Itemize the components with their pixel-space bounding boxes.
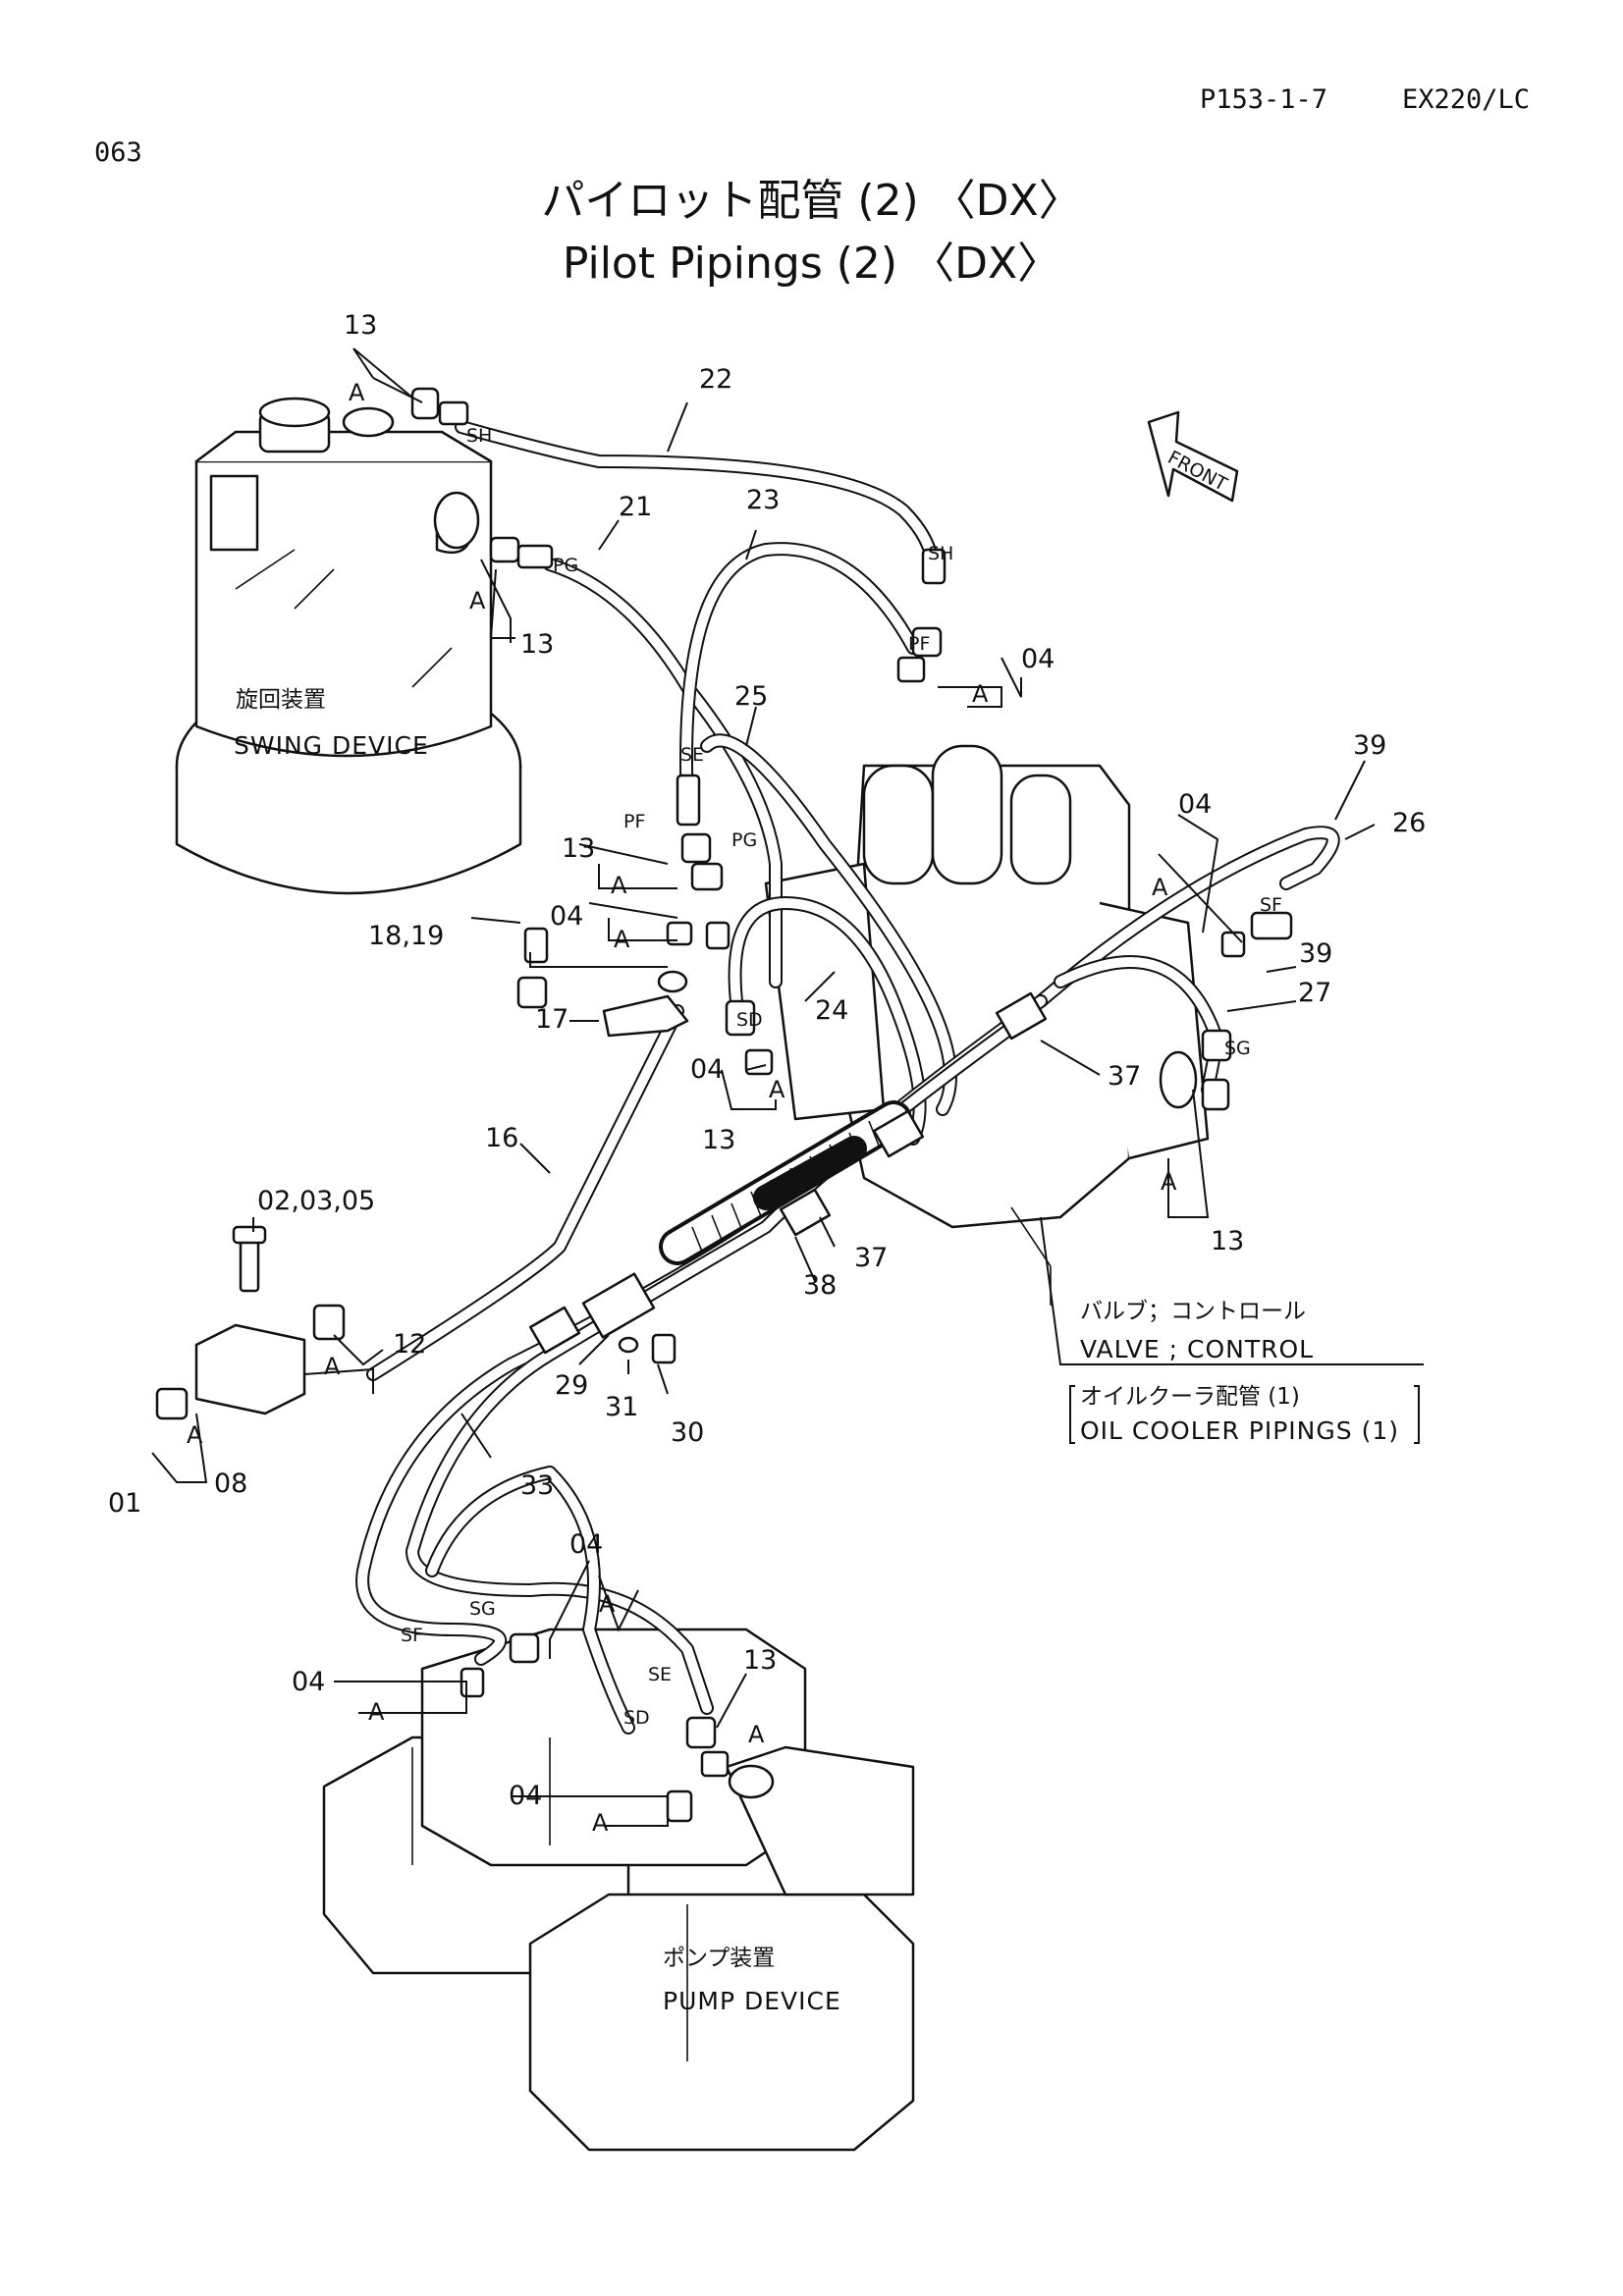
leader-lines <box>151 347 1424 1827</box>
callout-a-far: A <box>1152 874 1168 901</box>
callout-37-low: 37 <box>854 1243 888 1273</box>
callout-17: 17 <box>535 1004 568 1035</box>
clamp-37 <box>779 991 1048 1237</box>
port-sg-pump: SG <box>469 1598 496 1620</box>
callout-04-far: 04 <box>1178 789 1212 820</box>
callout-38: 38 <box>803 1270 837 1301</box>
callout-a-pump1: A <box>599 1590 616 1618</box>
port-pg-mid: PG <box>731 829 757 851</box>
hose-16 <box>366 1004 684 1381</box>
pump-device-label-jp: ポンプ装置 <box>663 1946 775 1971</box>
callout-18-19: 18,19 <box>368 921 444 951</box>
hose-39 <box>1034 826 1340 1008</box>
callout-a-block2: A <box>187 1421 203 1449</box>
port-sd-pump: SD <box>623 1707 650 1729</box>
oil-cooler-label-jp: オイルクーラ配管 (1) <box>1080 1384 1300 1410</box>
callout-22: 22 <box>699 364 732 395</box>
port-se-mid: SE <box>680 744 704 766</box>
callout-13-pump: 13 <box>743 1645 777 1676</box>
port-pf-right: PF <box>908 633 930 655</box>
front-arrow-icon: FRONT <box>1147 410 1239 503</box>
callout-31: 31 <box>605 1392 638 1422</box>
port-se-pump: SE <box>648 1664 672 1685</box>
hose-22 <box>455 420 940 576</box>
callout-33: 33 <box>520 1470 554 1501</box>
assembly-labels: 旋回装置 SWING DEVICE バルブ；コントロール VALVE ; CON… <box>234 687 1420 2015</box>
callout-13-low: 13 <box>702 1125 735 1155</box>
callout-04-low: 04 <box>690 1054 724 1085</box>
title-english: Pilot Pipings (2) 〈DX〉 <box>562 239 1061 289</box>
callout-13-top: 13 <box>344 310 377 341</box>
pump-device-label-en: PUMP DEVICE <box>663 1987 841 2015</box>
page-number: 063 <box>94 137 142 168</box>
callout-21: 21 <box>619 492 652 522</box>
port-pg-top: PG <box>553 555 578 576</box>
callout-39-top: 39 <box>1353 730 1386 761</box>
callout-27: 27 <box>1298 978 1331 1008</box>
oil-cooler-label-en: OIL COOLER PIPINGS (1) <box>1080 1416 1399 1445</box>
callout-a-swing: A <box>469 587 486 614</box>
port-sh-right: SH <box>928 543 953 564</box>
callout-01: 01 <box>108 1488 141 1519</box>
port-sf-pump: SF <box>401 1625 423 1646</box>
port-sg-far: SG <box>1224 1038 1251 1059</box>
port-sf-far: SF <box>1260 894 1282 916</box>
hose-27 <box>1054 955 1224 1096</box>
callout-02-03-05: 02,03,05 <box>257 1186 375 1216</box>
model-code: EX220/LC <box>1402 84 1531 115</box>
sleeve-38 <box>659 1100 912 1265</box>
callout-a-mid1: A <box>611 872 627 899</box>
labels: 13 A 22 SH 21 23 PG A 13 SH PF 04 A 25 S… <box>108 310 1426 1837</box>
callout-a-low: A <box>769 1076 785 1103</box>
callout-08: 08 <box>214 1468 247 1499</box>
callout-a-pump2: A <box>368 1698 385 1726</box>
callout-26: 26 <box>1392 808 1426 838</box>
port-sd-mid: SD <box>736 1009 763 1031</box>
callout-13-swing: 13 <box>520 629 554 660</box>
callout-39-mid: 39 <box>1299 938 1332 969</box>
control-valve <box>764 744 1210 1306</box>
callout-23: 23 <box>746 485 780 515</box>
swing-device <box>175 397 522 895</box>
page-ref: P153-1-7 <box>1200 84 1328 115</box>
callout-04-pump2: 04 <box>292 1667 325 1697</box>
title-japanese: パイロット配管 (2) 〈DX〉 <box>541 176 1082 226</box>
callout-a-pump4: A <box>592 1809 609 1837</box>
callout-13-mid: 13 <box>562 833 595 864</box>
swing-device-label-jp: 旋回装置 <box>236 687 326 713</box>
callout-a-block: A <box>324 1353 341 1380</box>
valve-label-en: VALVE ; CONTROL <box>1080 1335 1314 1363</box>
callout-a-top: A <box>349 379 365 406</box>
port-pf-mid: PF <box>623 811 645 832</box>
callout-a-mid2: A <box>614 926 630 953</box>
swing-device-label-en: SWING DEVICE <box>234 731 429 760</box>
callout-24: 24 <box>815 995 848 1026</box>
callout-12: 12 <box>393 1329 426 1360</box>
callout-04-pump3: 04 <box>509 1781 542 1811</box>
callout-a-pump3: A <box>748 1721 765 1748</box>
hose-23 <box>679 542 920 812</box>
callout-29: 29 <box>555 1370 588 1401</box>
callout-04-right: 04 <box>1021 644 1055 674</box>
callout-a-far2: A <box>1161 1168 1177 1196</box>
callout-04-mid: 04 <box>550 901 583 932</box>
callout-04-pump1: 04 <box>569 1529 603 1560</box>
callout-a-right: A <box>972 680 989 708</box>
port-sh-top: SH <box>466 425 492 447</box>
callout-30: 30 <box>671 1417 704 1448</box>
valve-label-jp: バルブ；コントロール <box>1080 1299 1306 1324</box>
callout-13-far: 13 <box>1211 1226 1244 1256</box>
callout-25: 25 <box>734 681 768 712</box>
callout-37-right: 37 <box>1108 1061 1141 1092</box>
cooler-bracket <box>1069 1385 1420 1444</box>
callout-16: 16 <box>485 1123 518 1153</box>
clamp-29 <box>528 1272 656 1355</box>
